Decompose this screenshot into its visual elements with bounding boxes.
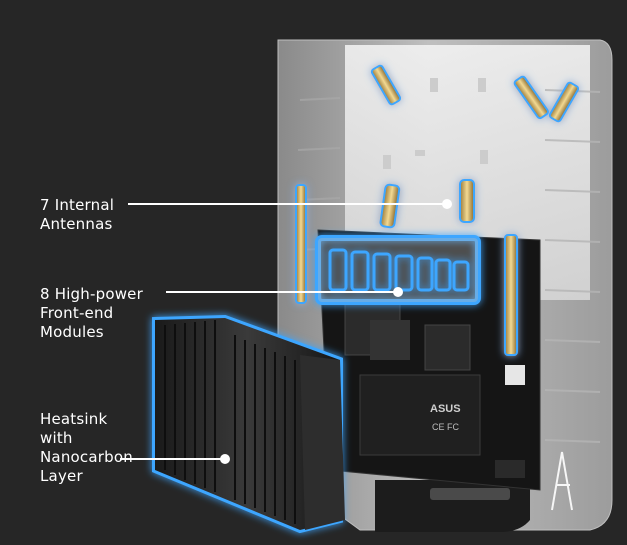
fem-label: 8 High-power Front-end Modules (40, 285, 143, 342)
antenna-2 (379, 183, 401, 229)
heatsink-label-line-2: with (40, 429, 73, 447)
antennas-label: 7 Internal Antennas (40, 196, 114, 234)
board-marks: CE FC (432, 422, 460, 432)
heatsink-label: Heatsink with Nanocarbon Layer (40, 410, 133, 486)
antennas-leader-dot (442, 199, 452, 209)
heatsink-leader-dot (220, 454, 230, 464)
pcb-board: ASUS CE FC (317, 229, 541, 491)
board-brand: ASUS (430, 403, 461, 415)
antenna-3 (459, 179, 475, 223)
heatsink-label-line-1: Heatsink (40, 410, 108, 428)
front-end-modules (315, 235, 481, 305)
heatsink (152, 314, 345, 534)
antenna-7 (548, 81, 580, 123)
heatsink-label-line-4: Layer (40, 467, 83, 485)
antennas-label-line-2: Antennas (40, 215, 113, 233)
antenna-5 (370, 64, 402, 106)
fem-label-line-2: Front-end (40, 304, 114, 322)
antenna-1 (295, 184, 307, 304)
antenna-6 (513, 75, 549, 120)
heatsink-label-line-3: Nanocarbon (40, 448, 133, 466)
antennas (295, 64, 580, 356)
fem-label-line-1: 8 High-power (40, 285, 143, 303)
leader-lines (120, 199, 452, 464)
fem-label-line-3: Modules (40, 323, 104, 341)
antenna-4 (504, 234, 518, 356)
fem-leader-dot (393, 287, 403, 297)
antennas-label-line-1: 7 Internal (40, 196, 115, 214)
